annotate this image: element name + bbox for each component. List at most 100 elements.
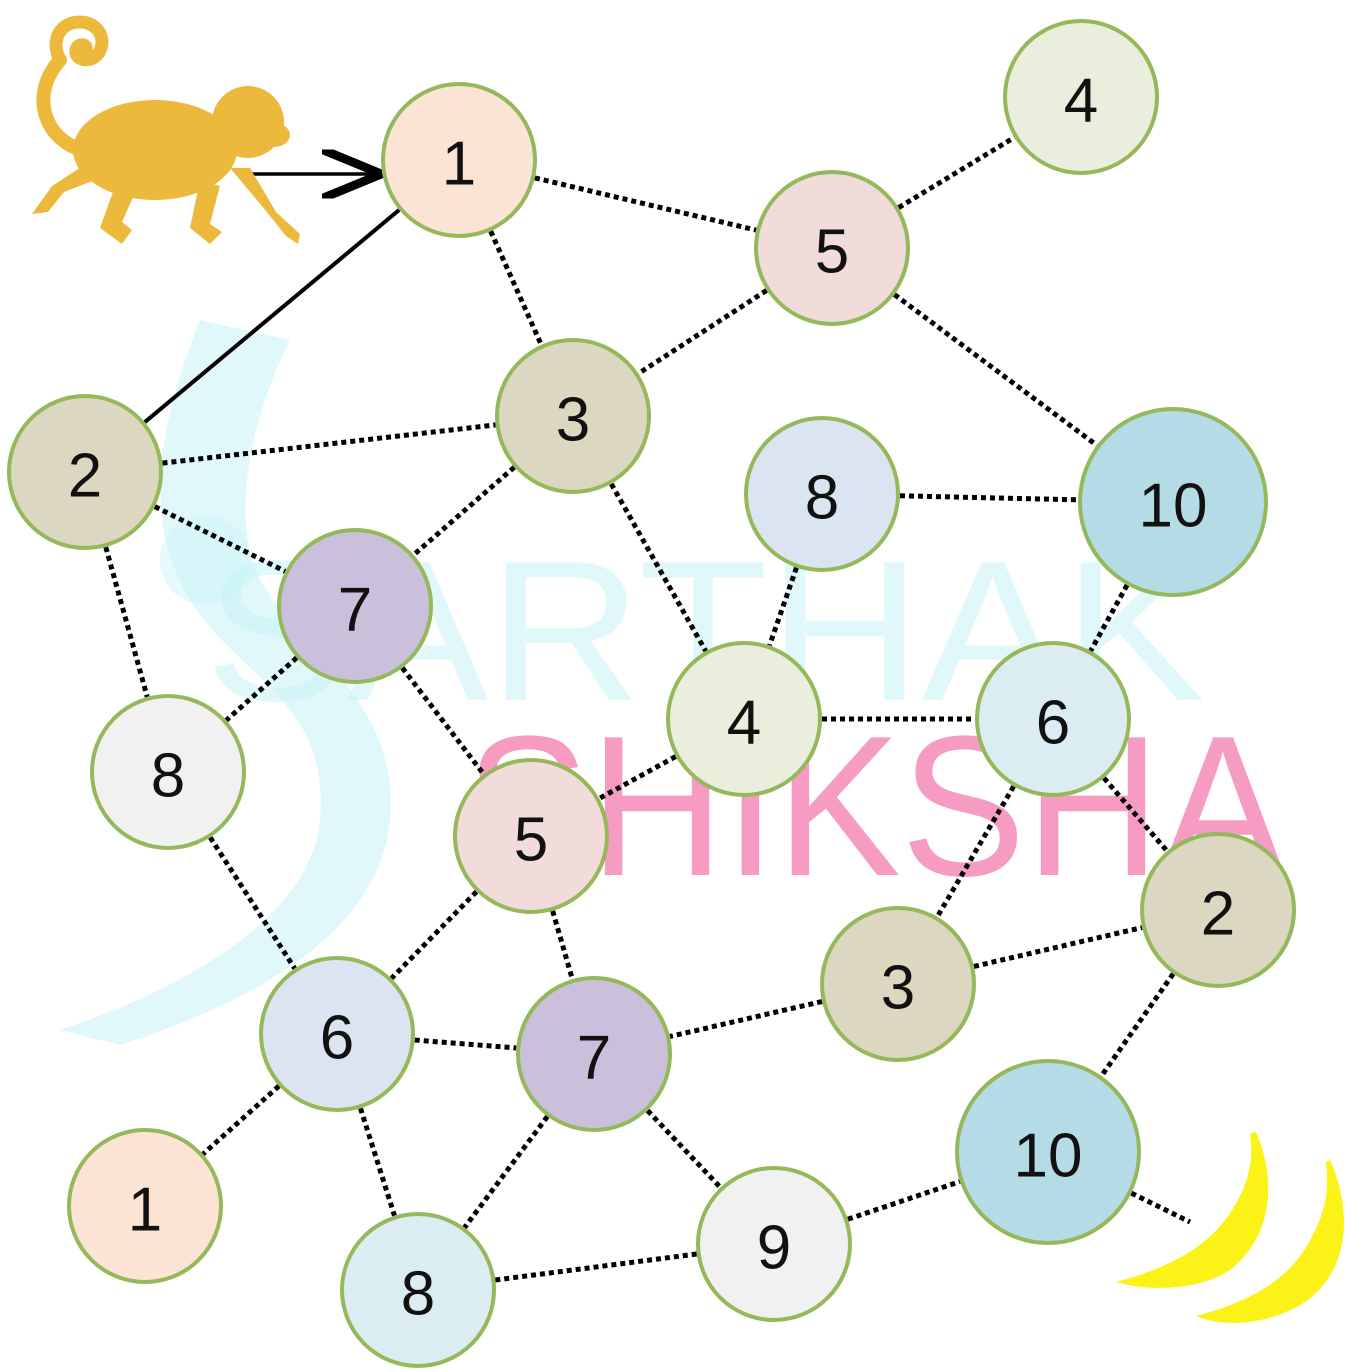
edge-n7b-n8c bbox=[462, 1115, 550, 1229]
node-n1b[interactable]: 1 bbox=[67, 1128, 223, 1284]
node-label: 10 bbox=[1014, 1122, 1083, 1191]
node-circle[interactable] bbox=[495, 338, 651, 494]
node-circle[interactable] bbox=[453, 758, 609, 914]
node-circle[interactable] bbox=[67, 1128, 223, 1284]
edge-n3a-n4b bbox=[609, 482, 708, 653]
watermark-head-icon bbox=[160, 515, 250, 605]
edge-n5b-n7b bbox=[550, 910, 575, 980]
edge-n7b-n9 bbox=[645, 1108, 723, 1190]
edge-n4b-n5b bbox=[598, 754, 677, 801]
edge-n2a-n7a bbox=[153, 504, 287, 574]
node-n10a[interactable]: 10 bbox=[1078, 407, 1268, 597]
node-n8b[interactable]: 8 bbox=[90, 694, 246, 850]
edge-n8a-n10a bbox=[899, 493, 1079, 503]
node-circle[interactable] bbox=[7, 394, 163, 550]
edge-n10b-banana bbox=[1130, 1190, 1192, 1225]
node-circle[interactable] bbox=[259, 956, 415, 1112]
edge-n3b-n7b bbox=[669, 999, 823, 1039]
node-n3a[interactable]: 3 bbox=[495, 338, 651, 494]
node-n2b[interactable]: 2 bbox=[1140, 832, 1296, 988]
node-label: 2 bbox=[68, 442, 102, 511]
node-n7b[interactable]: 7 bbox=[516, 976, 672, 1132]
node-label: 8 bbox=[805, 464, 839, 533]
edge-n5a-n3a bbox=[637, 288, 768, 376]
node-label: 1 bbox=[128, 1176, 162, 1245]
node-label: 6 bbox=[320, 1004, 354, 1073]
edge-n6b-n1b bbox=[201, 1084, 281, 1156]
node-label: 7 bbox=[577, 1024, 611, 1093]
edge-n5a-n10a bbox=[893, 292, 1099, 448]
node-label: 3 bbox=[881, 954, 915, 1023]
node-label: 5 bbox=[514, 806, 548, 875]
node-n10b[interactable]: 10 bbox=[955, 1059, 1141, 1245]
node-n5a[interactable]: 5 bbox=[754, 170, 910, 326]
node-circle[interactable] bbox=[277, 528, 433, 684]
edge-n5b-n6b bbox=[389, 889, 479, 981]
node-n6b[interactable]: 6 bbox=[259, 956, 415, 1112]
node-n4b[interactable]: 4 bbox=[666, 641, 822, 797]
edge-n2a-n3a bbox=[162, 422, 496, 466]
node-label: 4 bbox=[727, 689, 761, 758]
edge-n8b-n6b bbox=[208, 836, 297, 970]
node-label: 2 bbox=[1201, 880, 1235, 949]
node-label: 8 bbox=[151, 742, 185, 811]
edge-n7a-n8b bbox=[224, 655, 299, 723]
node-n3b[interactable]: 3 bbox=[820, 906, 976, 1062]
node-label: 8 bbox=[401, 1260, 435, 1329]
node-circle[interactable] bbox=[381, 82, 537, 238]
node-circle[interactable] bbox=[1078, 407, 1268, 597]
edge-n6a-n2b bbox=[1102, 776, 1169, 853]
node-n2a[interactable]: 2 bbox=[7, 394, 163, 550]
node-n7a[interactable]: 7 bbox=[277, 528, 433, 684]
edge-n2b-n10b bbox=[1099, 972, 1176, 1078]
node-n8a[interactable]: 8 bbox=[744, 416, 900, 572]
node-n8c[interactable]: 8 bbox=[340, 1212, 496, 1368]
edge-n1-n2a bbox=[143, 208, 401, 424]
node-label: 4 bbox=[1064, 67, 1098, 136]
node-label: 7 bbox=[338, 576, 372, 645]
edge-n2a-n8b bbox=[103, 546, 150, 698]
node-circle[interactable] bbox=[696, 1166, 852, 1322]
node-circle[interactable] bbox=[754, 170, 910, 326]
edge-n3a-n7a bbox=[412, 465, 516, 557]
edge-n6a-n3b bbox=[935, 785, 1016, 918]
edge-n6b-n7b bbox=[414, 1037, 517, 1051]
watermark-figure-icon bbox=[60, 320, 391, 1045]
node-circle[interactable] bbox=[516, 976, 672, 1132]
node-label: 9 bbox=[757, 1214, 791, 1283]
edge-n1-n5a bbox=[534, 175, 757, 233]
edge-n8a-n4b bbox=[767, 566, 799, 647]
edge-n3b-n2b bbox=[973, 925, 1143, 969]
node-label: 5 bbox=[815, 218, 849, 287]
node-n1[interactable]: 1 bbox=[381, 82, 537, 238]
nodes-layer: 1 5 4 3 2 8 10 7 8 4 6 5 2 3 6 7 10 1 9 8 bbox=[7, 19, 1296, 1368]
node-label: 3 bbox=[556, 386, 590, 455]
edge-n9-n10b bbox=[847, 1179, 961, 1222]
banana-icon bbox=[1116, 1132, 1345, 1323]
node-circle[interactable] bbox=[820, 906, 976, 1062]
edge-n9-n8c bbox=[495, 1251, 697, 1283]
edges-layer bbox=[103, 135, 1192, 1283]
node-circle[interactable] bbox=[666, 641, 822, 797]
edge-n7a-n5b bbox=[400, 666, 486, 776]
node-label: 6 bbox=[1036, 689, 1070, 758]
node-circle[interactable] bbox=[975, 641, 1131, 797]
edge-n6b-n8c bbox=[358, 1107, 397, 1217]
node-circle[interactable] bbox=[955, 1059, 1141, 1245]
edge-n1-n3a bbox=[488, 230, 544, 346]
node-n9[interactable]: 9 bbox=[696, 1166, 852, 1322]
node-n6a[interactable]: 6 bbox=[975, 641, 1131, 797]
node-label: 10 bbox=[1139, 472, 1208, 541]
monkey-icon bbox=[32, 15, 300, 244]
edge-n10a-n6a bbox=[1088, 583, 1130, 652]
node-circle[interactable] bbox=[1140, 832, 1296, 988]
node-circle[interactable] bbox=[744, 416, 900, 572]
node-circle[interactable] bbox=[340, 1212, 496, 1368]
node-n5b[interactable]: 5 bbox=[453, 758, 609, 914]
node-circle[interactable] bbox=[1003, 19, 1159, 175]
node-circle[interactable] bbox=[90, 694, 246, 850]
node-n4a[interactable]: 4 bbox=[1003, 19, 1159, 175]
edge-n5a-n4a bbox=[897, 135, 1016, 210]
